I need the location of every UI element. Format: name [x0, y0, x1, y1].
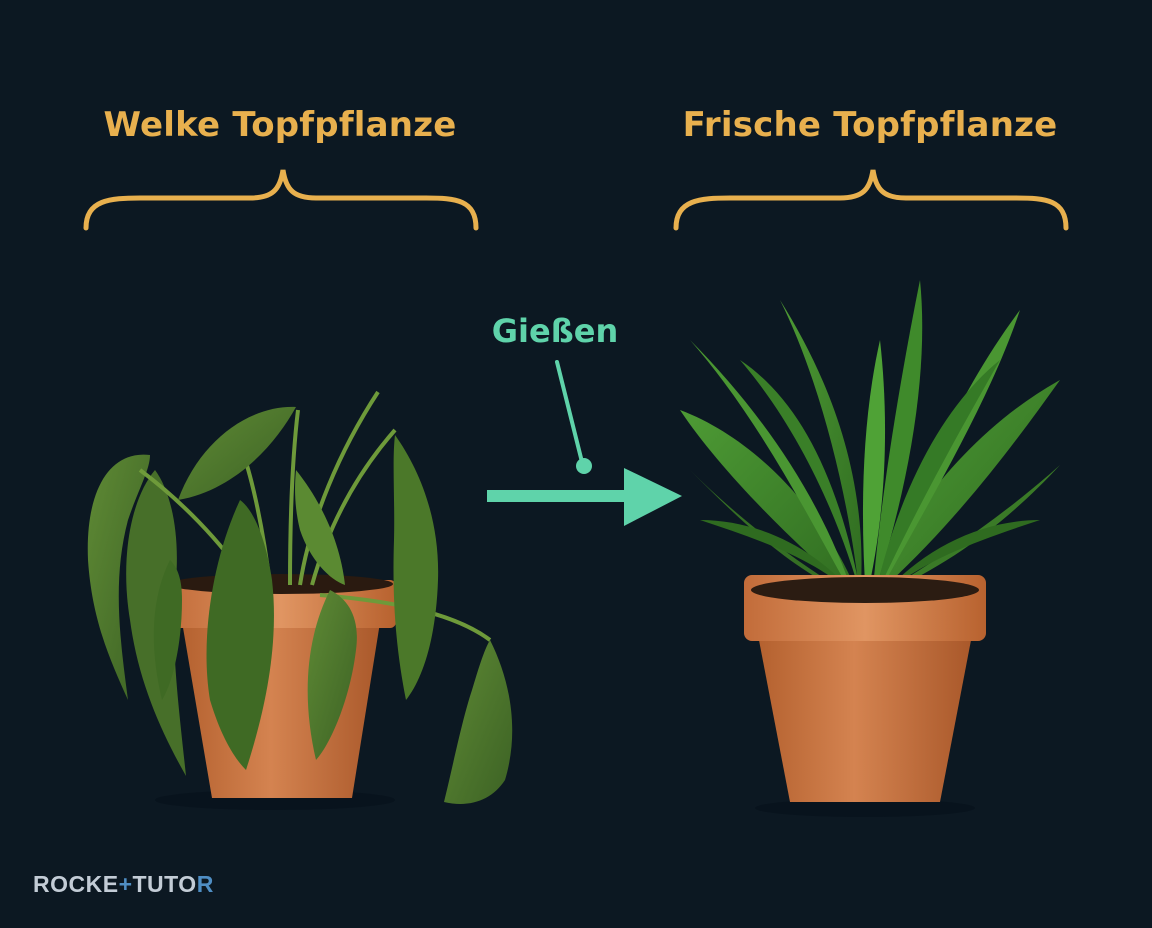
arrow-right-icon	[487, 468, 682, 526]
watering-label: Gießen	[491, 312, 619, 350]
wilted-plant-icon	[87, 390, 513, 810]
pointer-line	[555, 360, 592, 474]
brand-text-2: TUTO	[132, 871, 197, 897]
brand-plus-glyph: +	[118, 871, 133, 897]
pointer-dot	[576, 458, 592, 474]
brand-text-1: ROCKE	[33, 871, 119, 897]
brand-r-glyph: R	[196, 871, 214, 897]
fresh-plant-icon	[680, 280, 1060, 817]
brand-logo: ROCKE+TUTOR	[33, 868, 214, 900]
wilted-plant-label: Welke Topfpflanze	[103, 105, 457, 145]
bracket-right	[673, 169, 1069, 231]
bracket-left	[83, 169, 479, 231]
fresh-plant-label: Frische Topfpflanze	[682, 105, 1058, 145]
